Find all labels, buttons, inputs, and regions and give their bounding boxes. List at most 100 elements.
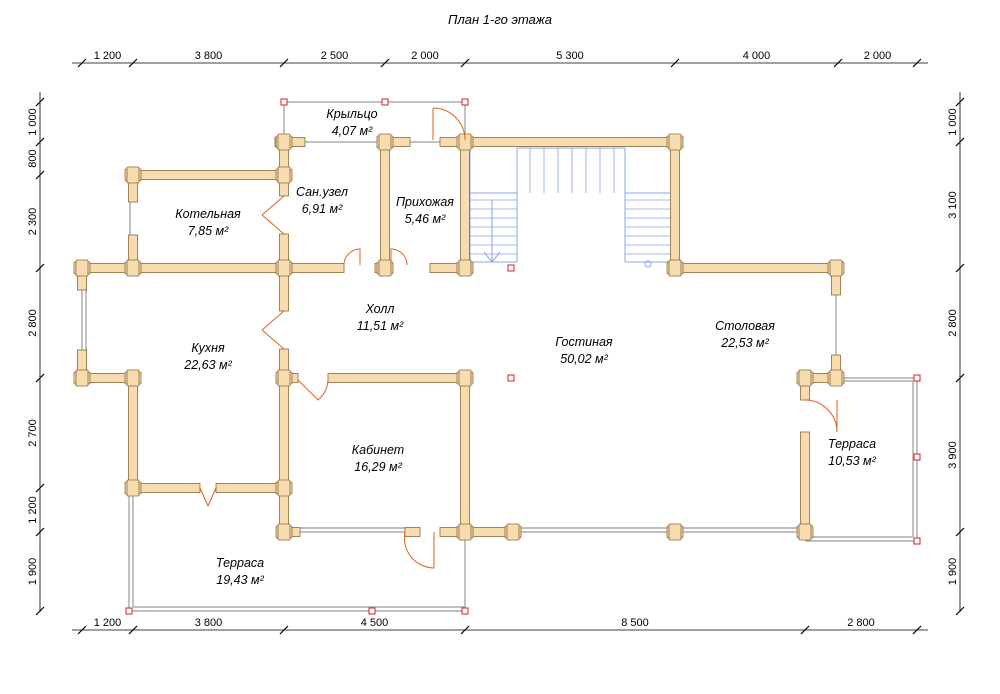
log-corner: [277, 133, 291, 151]
log-corner: [458, 369, 472, 387]
wall-segment: [800, 431, 810, 533]
dimension-lines: [39, 62, 961, 631]
room-name: Гостиная: [555, 335, 612, 349]
log-corner: [126, 166, 140, 184]
post-marker: [461, 607, 469, 615]
wall-segment: [404, 527, 421, 537]
dimension-tick-left-4: [35, 373, 45, 383]
log-corner: [126, 479, 140, 497]
dimension-tick-top-4: [460, 58, 470, 68]
log-corner: [75, 259, 89, 277]
room-name: Прихожая: [396, 195, 454, 209]
room-name: Терраса: [828, 437, 876, 451]
log-corner: [798, 369, 812, 387]
dimension-tick-left-3: [35, 263, 45, 273]
dimension-label-left: 2 300: [27, 208, 39, 236]
log-walls: [73, 133, 845, 541]
dimension-label-left: 1 900: [27, 558, 39, 586]
log-corner: [126, 259, 140, 277]
dimension-tick-bottom-0: [77, 625, 87, 635]
room-name: Сан.узел: [296, 185, 348, 199]
dimension-label-top: 3 800: [195, 50, 223, 62]
dimension-tick-top-6: [833, 58, 843, 68]
room-area: 6,91 м²: [302, 202, 343, 216]
dimension-tick-left-0: [35, 97, 45, 107]
log-corner: [506, 523, 520, 541]
post-marker: [381, 98, 389, 106]
dimension-label-left: 1 200: [27, 496, 39, 524]
log-corner: [458, 133, 472, 151]
room-area: 4,07 м²: [332, 124, 373, 138]
dimension-tick-bottom-2: [279, 625, 289, 635]
dimension-label-left: 1 000: [27, 108, 39, 136]
post-marker: [368, 607, 376, 615]
stair-steps: [470, 148, 672, 255]
wall-segment: [380, 141, 390, 266]
room-area: 22,63 м²: [183, 358, 232, 372]
dimension-tick-top-2: [279, 58, 289, 68]
log-corner: [277, 523, 291, 541]
dimension-tick-bottom-1: [128, 625, 138, 635]
dimension-label-bottom: 8 500: [621, 617, 649, 629]
dimension-tick-right-2: [955, 263, 965, 273]
post-marker: [507, 264, 515, 272]
log-corner: [75, 369, 89, 387]
wall-segment: [77, 263, 345, 273]
dimension-tick-right-3: [955, 373, 965, 383]
dimension-tick-left-2: [35, 170, 45, 180]
room-area: 11,51 м²: [357, 319, 404, 333]
post-marker: [125, 607, 133, 615]
log-corner: [668, 259, 682, 277]
dimension-label-bottom: 1 200: [94, 617, 122, 629]
log-corner: [829, 369, 843, 387]
room-area: 19,43 м²: [216, 573, 264, 587]
room-name: Крыльцо: [326, 107, 377, 121]
room-name: Котельная: [175, 207, 241, 221]
dimension-label-top: 2 000: [411, 50, 439, 62]
doors: [199, 107, 838, 569]
dimension-label-right: 3 100: [947, 191, 959, 219]
post-marker: [913, 374, 921, 382]
room-name: Кабинет: [352, 443, 404, 457]
dimension-tick-top-3: [380, 58, 390, 68]
room-area: 5,46 м²: [405, 212, 446, 226]
post-marker: [461, 98, 469, 106]
dimension-label-right: 3 900: [947, 441, 959, 469]
room-name: Холл: [365, 302, 395, 316]
post-marker: [280, 98, 288, 106]
wall-segment: [439, 137, 676, 147]
dimension-label-top: 5 300: [556, 50, 584, 62]
log-corner: [277, 479, 291, 497]
wall-segment: [128, 377, 138, 489]
post-marker: [913, 537, 921, 545]
wall-segment: [670, 141, 680, 269]
log-corner: [798, 523, 812, 541]
staircase: [469, 147, 672, 268]
dimension-tick-top-5: [670, 58, 680, 68]
plan-title: План 1-го этажа: [448, 12, 552, 27]
room-name: Терраса: [216, 556, 264, 570]
dimension-label-bottom: 3 800: [195, 617, 223, 629]
dimension-tick-bottom-4: [800, 625, 810, 635]
dimension-label-right: 1 900: [947, 558, 959, 586]
log-corner: [378, 259, 392, 277]
room-area: 10,53 м²: [828, 454, 876, 468]
dimension-label-top: 2 000: [864, 50, 892, 62]
log-corner: [668, 523, 682, 541]
log-corner: [277, 166, 291, 184]
dimension-labels: 1 200 3 800 2 500 2 000 5 300 4 000 2 000 1 200…: [27, 50, 959, 629]
log-corner: [126, 369, 140, 387]
dimension-tick-right-5: [955, 606, 965, 616]
room-area: 50,02 м²: [560, 352, 608, 366]
room-area: 22,53 м²: [720, 336, 769, 350]
dimension-tick-bottom-3: [460, 625, 470, 635]
dimension-tick-bottom-5: [912, 625, 922, 635]
dimension-label-top: 4 000: [743, 50, 771, 62]
dimension-ticks: [35, 58, 965, 635]
dimension-tick-top-0: [77, 58, 87, 68]
dimension-label-top: 2 500: [321, 50, 349, 62]
dimension-label-left: 2 700: [27, 419, 39, 447]
dimension-label-right: 2 800: [947, 309, 959, 337]
dimension-tick-right-1: [955, 137, 965, 147]
